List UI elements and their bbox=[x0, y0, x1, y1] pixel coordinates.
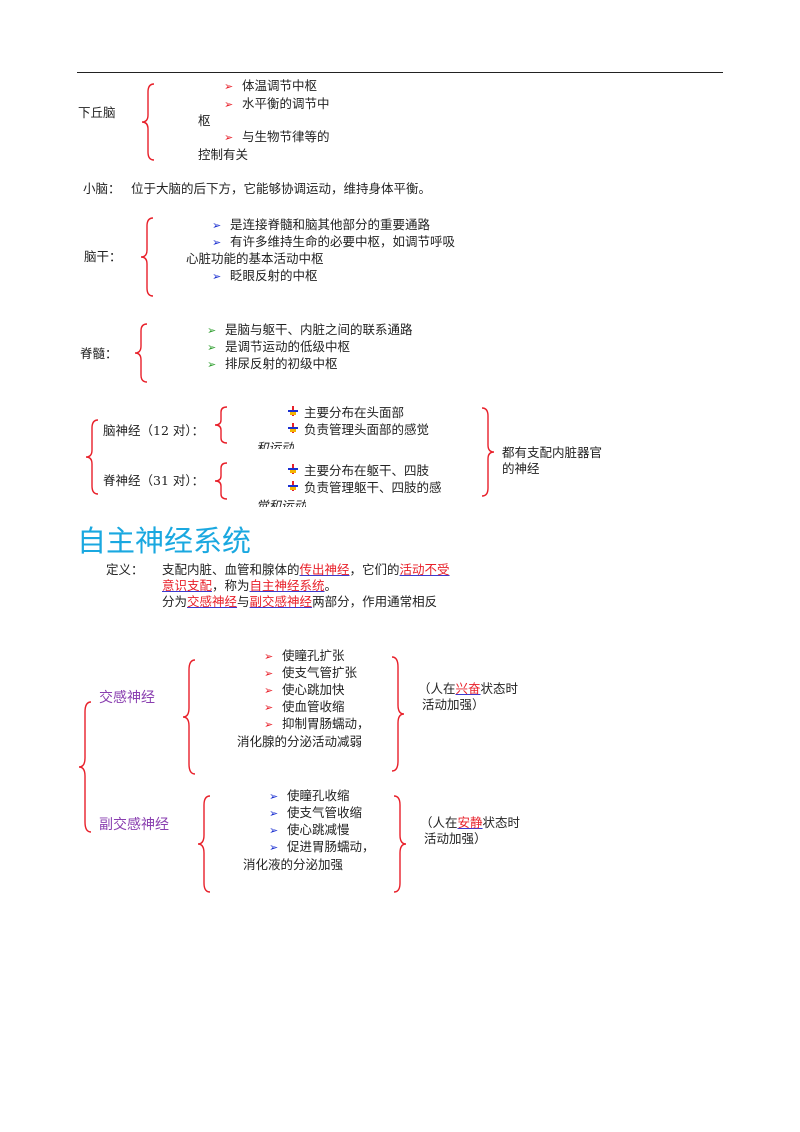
sympathetic-label: 交感神经 bbox=[99, 690, 155, 706]
nerves-common-note-cont: 的神经 bbox=[502, 461, 540, 476]
arrow-right-icon: ➢ bbox=[264, 718, 274, 731]
highlight-term: 自主神经系统 bbox=[249, 578, 325, 593]
cranial-nerves-label: 脑神经（12 对）： bbox=[103, 423, 205, 438]
hypothalamus-item: ➢与生物节律等的 bbox=[224, 129, 330, 144]
definition-line-2: 意识支配，称为自主神经系统。 bbox=[162, 578, 338, 593]
sympathetic-note-cont: 活动加强） bbox=[422, 697, 485, 712]
spinal-cord-item: ➢排尿反射的初级中枢 bbox=[207, 356, 338, 371]
parasympathetic-note: （人在安静状态时 bbox=[420, 815, 521, 830]
hypothalamus-item-cont: 枢 bbox=[198, 113, 211, 128]
parasympathetic-item: ➢使心跳减慢 bbox=[269, 822, 350, 837]
arrow-right-icon: ➢ bbox=[264, 667, 274, 680]
arrow-right-icon: ➢ bbox=[224, 131, 234, 144]
spinal-nerves-item: 主要分布在躯干、四肢 bbox=[282, 462, 429, 479]
definition-line-3: 分为交感神经与副交感神经两部分，作用通常相反 bbox=[162, 594, 438, 609]
highlight-term: 副交感神经 bbox=[249, 594, 313, 609]
sympathetic-item: ➢抑制胃肠蠕动， bbox=[264, 716, 370, 731]
sympathetic-item: ➢使支气管扩张 bbox=[264, 665, 358, 680]
top-rule bbox=[77, 72, 723, 73]
highlight-term: 传出神经 bbox=[299, 562, 350, 577]
spinal-cord-brace bbox=[134, 323, 148, 383]
cranial-nerves-brace bbox=[214, 406, 228, 444]
definition-line-1: 支配内脏、血管和腺体的传出神经，它们的活动不受 bbox=[162, 562, 450, 577]
arrow-right-icon: ➢ bbox=[207, 358, 217, 371]
autonomic-outer-brace bbox=[78, 701, 92, 833]
bullet-icon bbox=[282, 404, 304, 421]
arrow-right-icon: ➢ bbox=[264, 701, 274, 714]
arrow-right-icon: ➢ bbox=[212, 236, 222, 249]
spinal-nerves-item: 负责管理躯干、四肢的感 bbox=[282, 479, 442, 496]
cranial-nerves-item: 负责管理头面部的感觉 bbox=[282, 421, 429, 438]
parasympathetic-item-cont: 消化液的分泌加强 bbox=[243, 857, 344, 872]
nerves-right-brace bbox=[481, 407, 495, 497]
arrow-right-icon: ➢ bbox=[212, 270, 222, 283]
brainstem-item: ➢有许多维持生命的必要中枢，如调节呼吸 bbox=[212, 234, 456, 249]
arrow-right-icon: ➢ bbox=[224, 80, 234, 93]
parasympathetic-right-brace bbox=[393, 795, 407, 893]
arrow-right-icon: ➢ bbox=[269, 790, 279, 803]
highlight-term: 意识支配 bbox=[162, 578, 213, 593]
arrow-right-icon: ➢ bbox=[269, 807, 279, 820]
bullet-icon bbox=[282, 462, 304, 479]
sympathetic-item: ➢使血管收缩 bbox=[264, 699, 345, 714]
hypothalamus-item-cont: 控制有关 bbox=[198, 147, 249, 162]
sympathetic-item: ➢使瞳孔扩张 bbox=[264, 648, 345, 663]
bullet-icon bbox=[282, 421, 304, 438]
brainstem-item: ➢眨眼反射的中枢 bbox=[212, 268, 318, 283]
parasympathetic-item: ➢使支气管收缩 bbox=[269, 805, 363, 820]
arrow-right-icon: ➢ bbox=[212, 219, 222, 232]
arrow-right-icon: ➢ bbox=[207, 324, 217, 337]
hypothalamus-label: 下丘脑 bbox=[78, 105, 116, 120]
brainstem-label: 脑干： bbox=[84, 249, 122, 264]
parasympathetic-note-cont: 活动加强） bbox=[424, 831, 487, 846]
arrow-right-icon: ➢ bbox=[264, 650, 274, 663]
cranial-nerves-item: 主要分布在头面部 bbox=[282, 404, 404, 421]
spinal-cord-label: 脊髓： bbox=[80, 346, 118, 361]
parasympathetic-item: ➢使瞳孔收缩 bbox=[269, 788, 350, 803]
brainstem-brace bbox=[140, 217, 154, 297]
sympathetic-item-cont: 消化腺的分泌活动减弱 bbox=[237, 734, 363, 749]
sympathetic-item: ➢使心跳加快 bbox=[264, 682, 345, 697]
arrow-right-icon: ➢ bbox=[269, 841, 279, 854]
nerves-common-note: 都有支配内脏器官 bbox=[502, 445, 603, 460]
sympathetic-note: （人在兴奋状态时 bbox=[418, 681, 519, 696]
definition-label: 定义： bbox=[106, 562, 144, 577]
nerves-outer-brace bbox=[85, 419, 99, 495]
highlight-term: 安静 bbox=[457, 815, 483, 830]
highlight-term: 兴奋 bbox=[455, 681, 481, 696]
spinal-cord-item: ➢是脑与躯干、内脏之间的联系通路 bbox=[207, 322, 413, 337]
spinal-nerves-brace bbox=[214, 462, 228, 500]
sympathetic-right-brace bbox=[391, 656, 405, 772]
cerebellum-text: 位于大脑的后下方，它能够协调运动，维持身体平衡。 bbox=[131, 181, 432, 196]
spinal-nerves-label: 脊神经（31 对）： bbox=[103, 473, 205, 488]
parasympathetic-item: ➢促进胃肠蠕动， bbox=[269, 839, 375, 854]
cerebellum-label: 小脑： bbox=[83, 181, 121, 196]
hypothalamus-item: ➢水平衡的调节中 bbox=[224, 96, 330, 111]
arrow-right-icon: ➢ bbox=[264, 684, 274, 697]
brainstem-item-cont: 心脏功能的基本活动中枢 bbox=[186, 251, 324, 266]
sympathetic-left-brace bbox=[182, 659, 196, 775]
spinal-cord-item: ➢是调节运动的低级中枢 bbox=[207, 339, 351, 354]
arrow-right-icon: ➢ bbox=[207, 341, 217, 354]
arrow-right-icon: ➢ bbox=[224, 98, 234, 111]
section-title: 自主神经系统 bbox=[77, 524, 252, 558]
highlight-term: 交感神经 bbox=[187, 594, 238, 609]
parasympathetic-label: 副交感神经 bbox=[99, 817, 169, 833]
bullet-icon bbox=[282, 479, 304, 496]
brainstem-item: ➢是连接脊髓和脑其他部分的重要通路 bbox=[212, 217, 431, 232]
hypothalamus-item: ➢体温调节中枢 bbox=[224, 78, 318, 93]
cranial-nerves-item-cont: 和运动 bbox=[256, 440, 294, 449]
parasympathetic-left-brace bbox=[197, 795, 211, 893]
spinal-nerves-item-cont: 觉和运动 bbox=[256, 498, 307, 507]
arrow-right-icon: ➢ bbox=[269, 824, 279, 837]
highlight-term: 活动不受 bbox=[399, 562, 450, 577]
hypothalamus-brace bbox=[141, 83, 155, 161]
